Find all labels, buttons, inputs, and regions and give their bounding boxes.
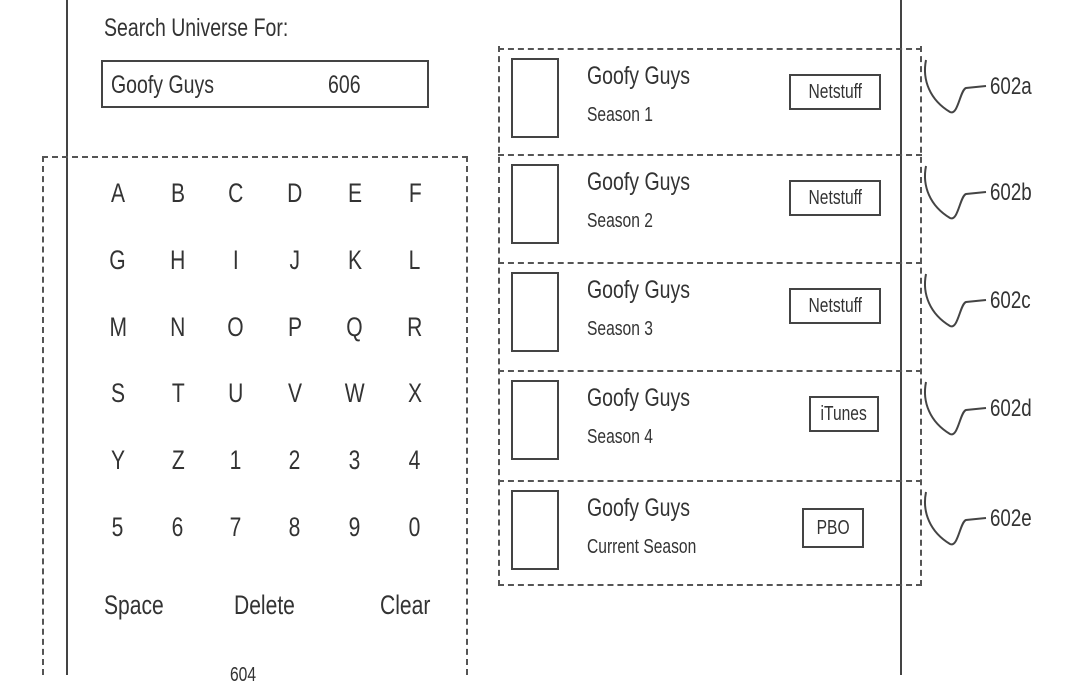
result-separator (498, 48, 922, 50)
key-x[interactable]: X (407, 378, 423, 408)
result-separator (498, 154, 922, 156)
result-reference-numeral: 602e (990, 505, 1032, 532)
leader-line (924, 59, 987, 114)
provider-badge[interactable]: PBO (802, 508, 864, 548)
result-title: Goofy Guys (587, 62, 690, 90)
key-c[interactable]: C (228, 178, 244, 208)
key-z[interactable]: Z (171, 445, 185, 475)
key-6[interactable]: 6 (172, 512, 184, 542)
result-thumbnail (511, 380, 559, 460)
result-thumbnail (511, 58, 559, 138)
key-n[interactable]: N (170, 312, 186, 342)
key-o[interactable]: O (227, 312, 245, 342)
result-thumbnail (511, 272, 559, 352)
result-subtitle: Season 2 (587, 210, 653, 232)
keyboard-region-top-edge (42, 156, 468, 158)
leader-line (924, 381, 987, 436)
key-t[interactable]: T (171, 378, 185, 408)
search-query-text: Goofy Guys (111, 71, 214, 99)
clear-key[interactable]: Clear (380, 590, 431, 620)
results-region-right-edge (920, 46, 922, 586)
key-m[interactable]: M (109, 312, 127, 342)
key-s[interactable]: S (110, 378, 126, 408)
key-w[interactable]: W (345, 378, 365, 408)
leader-line (924, 491, 987, 546)
provider-badge[interactable]: Netstuff (789, 74, 881, 110)
provider-badge[interactable]: Netstuff (789, 180, 881, 216)
results-region-left-edge (498, 46, 500, 586)
result-title: Goofy Guys (587, 276, 690, 304)
key-l[interactable]: L (409, 245, 421, 275)
key-0[interactable]: 0 (409, 512, 421, 542)
key-4[interactable]: 4 (409, 445, 421, 475)
provider-badge[interactable]: iTunes (809, 396, 879, 432)
result-separator (498, 480, 922, 482)
leader-line (924, 273, 987, 328)
key-b[interactable]: B (170, 178, 186, 208)
key-y[interactable]: Y (110, 445, 126, 475)
key-9[interactable]: 9 (349, 512, 361, 542)
key-i[interactable]: I (233, 245, 239, 275)
keyboard-region-right-edge (466, 156, 468, 675)
key-2[interactable]: 2 (289, 445, 301, 475)
key-q[interactable]: Q (346, 312, 364, 342)
result-subtitle: Current Season (587, 536, 697, 558)
key-h[interactable]: H (170, 245, 186, 275)
key-e[interactable]: E (347, 178, 363, 208)
result-reference-numeral: 602c (990, 287, 1031, 314)
result-title: Goofy Guys (587, 494, 690, 522)
search-input[interactable]: Goofy Guys 606 (101, 60, 429, 108)
key-k[interactable]: K (347, 245, 363, 275)
key-p[interactable]: P (287, 312, 303, 342)
result-subtitle: Season 4 (587, 426, 653, 448)
key-8[interactable]: 8 (289, 512, 301, 542)
key-v[interactable]: V (287, 378, 303, 408)
key-1[interactable]: 1 (230, 445, 242, 475)
search-label: Search Universe For: (104, 14, 289, 42)
key-u[interactable]: U (228, 378, 244, 408)
key-r[interactable]: R (407, 312, 423, 342)
result-reference-numeral: 602a (990, 73, 1032, 100)
provider-badge[interactable]: Netstuff (789, 288, 881, 324)
result-thumbnail (511, 164, 559, 244)
key-5[interactable]: 5 (112, 512, 124, 542)
result-title: Goofy Guys (587, 384, 690, 412)
key-j[interactable]: J (289, 245, 301, 275)
delete-key[interactable]: Delete (234, 590, 295, 620)
result-reference-numeral: 602b (990, 179, 1032, 206)
key-a[interactable]: A (110, 178, 126, 208)
key-g[interactable]: G (109, 245, 127, 275)
result-thumbnail (511, 490, 559, 570)
right-frame-line (900, 0, 902, 675)
key-7[interactable]: 7 (230, 512, 242, 542)
space-key[interactable]: Space (104, 590, 164, 620)
result-separator (498, 262, 922, 264)
left-frame-line (66, 0, 68, 675)
result-reference-numeral: 602d (990, 395, 1032, 422)
result-title: Goofy Guys (587, 168, 690, 196)
result-subtitle: Season 3 (587, 318, 653, 340)
search-reference-numeral: 606 (328, 71, 361, 99)
keyboard-region-left-edge (42, 156, 44, 675)
results-region-bottom-edge (498, 584, 922, 586)
result-separator (498, 370, 922, 372)
result-subtitle: Season 1 (587, 104, 653, 126)
key-f[interactable]: F (408, 178, 422, 208)
leader-line (924, 165, 987, 220)
key-d[interactable]: D (287, 178, 303, 208)
key-3[interactable]: 3 (349, 445, 361, 475)
